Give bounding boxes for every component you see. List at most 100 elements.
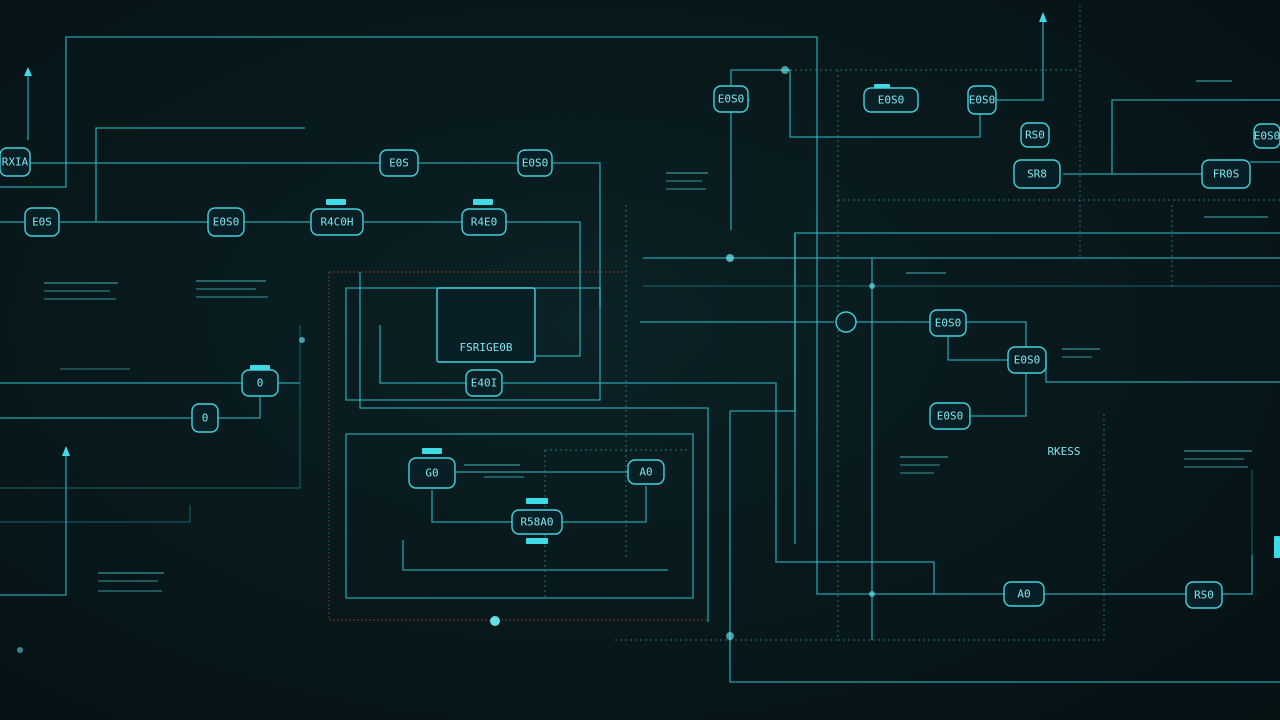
- circuit-node-label: E0S: [389, 157, 409, 170]
- wire: [730, 99, 750, 230]
- marker-tab: [526, 538, 548, 544]
- wire: [0, 36, 1004, 595]
- circuit-node: [929, 402, 971, 430]
- circuit-node: [1003, 581, 1045, 607]
- annotation-traces: [44, 80, 1268, 592]
- circuit-node-label: A0: [639, 466, 652, 479]
- circuit-node-label: R4E0: [471, 216, 498, 229]
- arrow-up-icon: [62, 446, 70, 456]
- wire: [345, 433, 694, 599]
- center-block-label: FSRIGE0B: [460, 341, 513, 354]
- circuit-node-label: R4C0H: [320, 216, 353, 229]
- circuit-node: [517, 149, 553, 177]
- wire: [431, 490, 512, 523]
- circuit-node-label: G0: [425, 467, 438, 480]
- circuit-node: [24, 207, 60, 237]
- wire: [562, 486, 647, 523]
- circuit-node: [465, 369, 503, 397]
- circuit-node-label: E0S0: [937, 410, 964, 423]
- circuit-node-label: RS0: [1025, 129, 1045, 142]
- center-block: [436, 287, 536, 363]
- circuit-node: [1253, 123, 1280, 149]
- circuit-node-label: E0S0: [969, 94, 996, 107]
- circuit-node-label: RXIA: [2, 156, 29, 169]
- wire: [402, 540, 668, 571]
- wire: [553, 162, 601, 307]
- circuit-node-label: SR8: [1027, 168, 1047, 181]
- circuit-node-label: E40I: [471, 377, 498, 390]
- circuit-node-label: E0S: [32, 216, 52, 229]
- arrow-up-icon: [1039, 12, 1047, 22]
- circuit-node-label: R58A0: [520, 516, 553, 529]
- circuit-node: [1020, 122, 1050, 148]
- circuit-node-label: E0S0: [1254, 130, 1280, 143]
- glow-point: [781, 66, 789, 74]
- wire: [947, 335, 1008, 361]
- marker-tab: [473, 199, 493, 205]
- circuit-node: [1013, 159, 1061, 189]
- circuit-node-label: FR0S: [1213, 168, 1240, 181]
- wire: [0, 325, 301, 489]
- wire: [379, 325, 466, 384]
- marker-tab: [326, 199, 346, 205]
- dashed-trace-red: [328, 272, 708, 621]
- wire: [218, 397, 261, 419]
- circuit-node-label: E0S0: [718, 93, 745, 106]
- glow-point: [726, 632, 734, 640]
- arrow-up-icon: [24, 67, 32, 76]
- wire: [1222, 555, 1253, 595]
- circuit-node: [0, 147, 31, 177]
- circuit-node: [1007, 346, 1047, 374]
- circuit-node: [191, 403, 219, 433]
- circuit-node: [863, 87, 919, 113]
- circuit-node: [461, 208, 507, 236]
- circuit-node: [1201, 159, 1251, 189]
- circuit-node: [627, 459, 665, 485]
- circuit-node: [310, 208, 364, 236]
- wire: [996, 15, 1044, 101]
- wire: [0, 450, 67, 596]
- glow-point: [490, 616, 500, 626]
- circuit-node: [207, 207, 245, 237]
- circuit-node: [929, 309, 967, 337]
- glow-point: [726, 254, 734, 262]
- wire: [506, 221, 581, 357]
- wire: [359, 272, 709, 622]
- wire: [503, 382, 935, 594]
- circuit-node-label: E0S0: [522, 157, 549, 170]
- circuit-node: [241, 369, 279, 397]
- dashed-trace: [837, 70, 1105, 641]
- round-connector: [835, 311, 857, 333]
- wire: [0, 505, 191, 523]
- circuit-node-label: E0S0: [1014, 354, 1041, 367]
- circuit-node: [967, 85, 997, 115]
- wire: [95, 127, 305, 222]
- right-note: RKESS: [1047, 445, 1080, 458]
- wire: [729, 411, 1280, 683]
- circuit-node: [379, 149, 419, 177]
- glow-point: [17, 647, 23, 653]
- marker-tab: [422, 448, 442, 454]
- circuit-node-label: 0: [257, 377, 264, 390]
- circuit-node-label: E0S0: [878, 94, 905, 107]
- glow-point: [869, 283, 875, 289]
- marker-tab: [526, 498, 548, 504]
- wire: [1045, 360, 1280, 383]
- circuit-node: [511, 509, 563, 535]
- circuit-node: [713, 85, 749, 113]
- circuit-node-label: 0: [202, 412, 209, 425]
- wire: [1111, 99, 1280, 174]
- glow-point: [869, 591, 875, 597]
- circuit-node: [408, 457, 456, 489]
- glow-point: [299, 337, 305, 343]
- circuit-node-label: E0S0: [213, 216, 240, 229]
- circuit-node-label: E0S0: [935, 317, 962, 330]
- wire: [730, 69, 981, 138]
- marker-tab: [1274, 536, 1280, 558]
- circuit-node: [1185, 581, 1223, 609]
- circuit-node-label: RS0: [1194, 589, 1214, 602]
- circuit-node-label: A0: [1017, 588, 1030, 601]
